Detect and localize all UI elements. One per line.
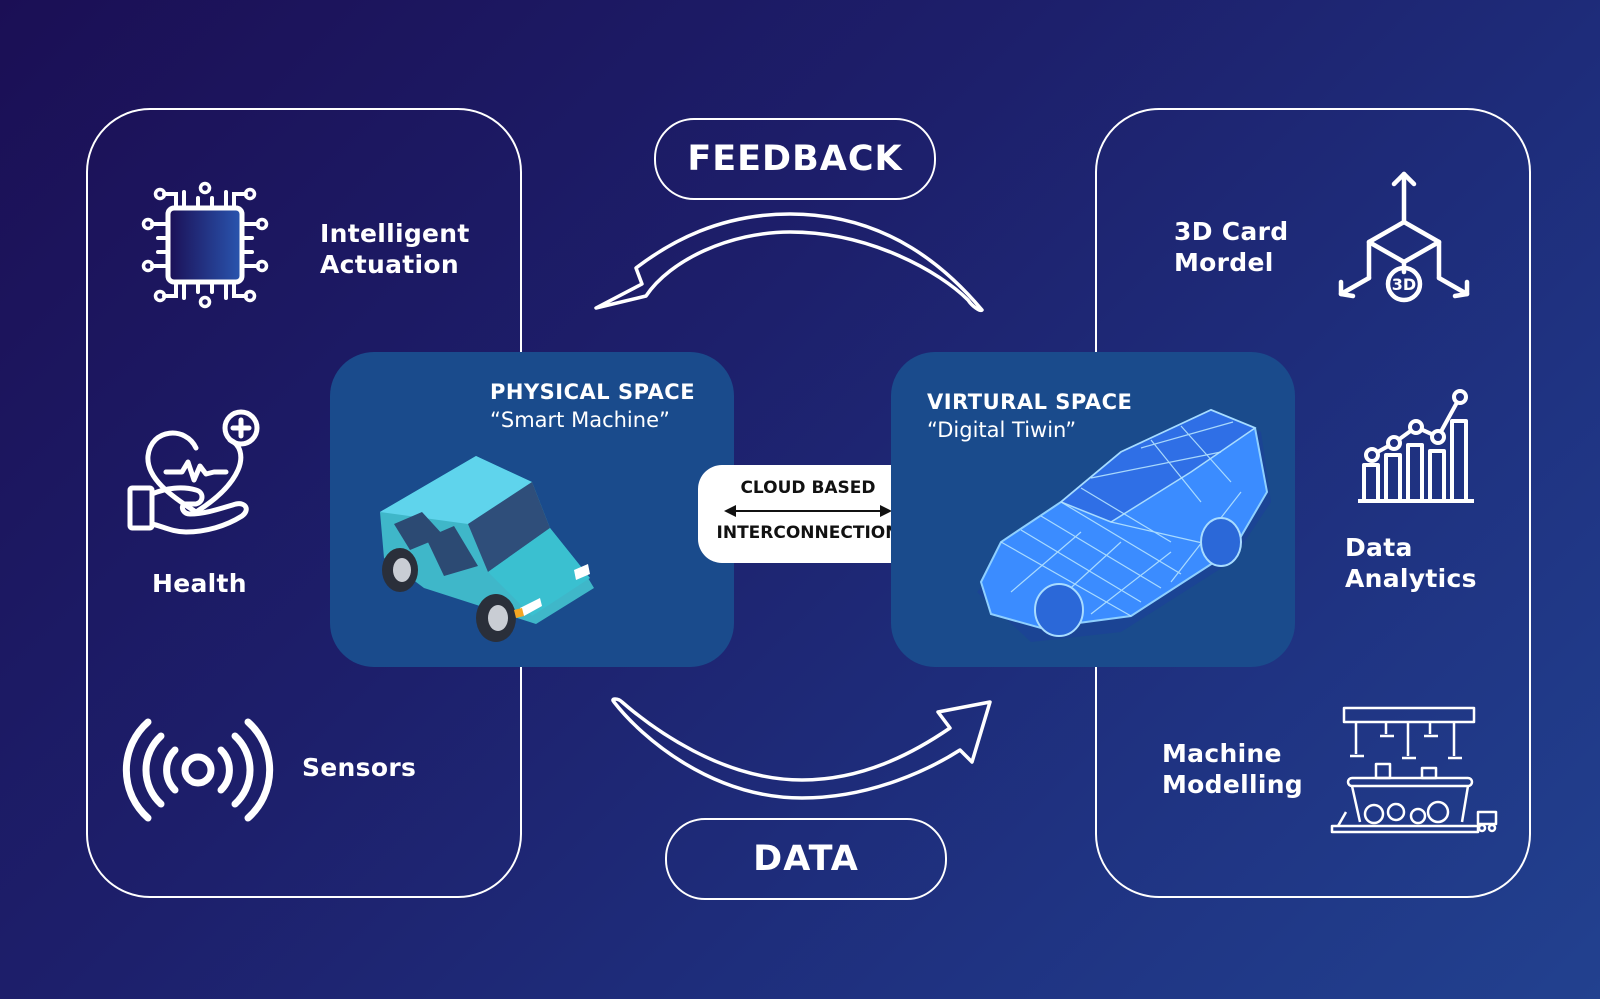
- virtual-space-card: VIRTURAL SPACE “Digital Tiwin”: [891, 352, 1295, 667]
- virtual-space-subtitle: “Digital Tiwin”: [927, 418, 1077, 442]
- label-line-1: Data: [1345, 533, 1413, 562]
- 3d-text: 3D: [1392, 275, 1416, 294]
- data-label: DATA: [665, 818, 947, 900]
- bar-chart-icon: [1358, 389, 1474, 503]
- wireframe-car-icon: [977, 408, 1271, 642]
- 3d-cube-icon: 3D: [1338, 171, 1470, 303]
- cloud-interconnection-box: CLOUD BASED INTERCONNECTION: [698, 465, 918, 563]
- chip-icon: [141, 181, 269, 309]
- health-label: Health: [152, 569, 247, 598]
- physical-space-subtitle: “Smart Machine”: [490, 408, 670, 432]
- label-line-1: 3D Card: [1174, 217, 1289, 246]
- connector-line: [520, 335, 522, 353]
- virtual-space-title: VIRTURAL SPACE: [927, 390, 1133, 414]
- data-arrow-icon: [611, 697, 992, 800]
- double-arrow-icon: [724, 505, 892, 517]
- data-analytics-label: Data Analytics: [1345, 532, 1477, 594]
- cloud-line-2: INTERCONNECTION: [716, 523, 900, 543]
- physical-space-title: PHYSICAL SPACE: [490, 380, 696, 404]
- cloud-line-1: CLOUD BASED: [740, 478, 876, 498]
- label-line-2: Actuation: [320, 250, 459, 279]
- 3d-model-label: 3D Card Mordel: [1174, 216, 1288, 278]
- physical-space-card: PHYSICAL SPACE “Smart Machine”: [330, 352, 734, 667]
- machine-icon: [1330, 706, 1498, 834]
- connector-line: [1095, 335, 1097, 353]
- label-line-1: Machine: [1162, 739, 1282, 768]
- label-line-2: Modelling: [1162, 770, 1304, 799]
- label-line-1: Intelligent: [320, 219, 470, 248]
- machine-modelling-label: Machine Modelling: [1162, 738, 1303, 800]
- feedback-label: FEEDBACK: [654, 118, 936, 200]
- label-line-2: Mordel: [1174, 248, 1274, 277]
- heart-hand-icon: [127, 409, 260, 535]
- intelligent-actuation-label: Intelligent Actuation: [320, 218, 470, 280]
- sensors-label: Sensors: [302, 753, 417, 782]
- feedback-arrow-icon: [594, 212, 984, 313]
- label-line-2: Analytics: [1345, 564, 1477, 593]
- sensor-signal-icon: [122, 718, 274, 822]
- car-icon: [380, 456, 594, 642]
